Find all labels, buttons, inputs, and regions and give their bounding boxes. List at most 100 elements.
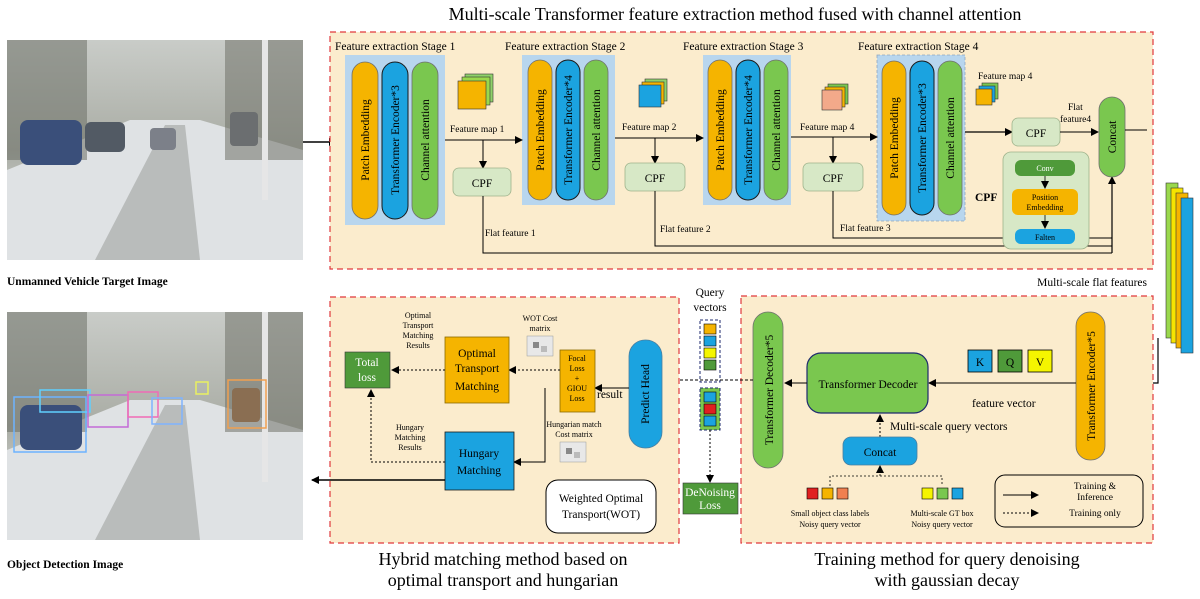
- stage4-title: Feature extraction Stage 4: [858, 41, 979, 53]
- stage3-channel-attention: Channel attention: [771, 89, 783, 171]
- total-loss-2: loss: [358, 372, 376, 384]
- legend-train-inference-1: Training &: [1074, 482, 1117, 492]
- stage4-transformer-encoder: Transformer Encoder*3: [917, 83, 929, 193]
- wot-cost-label-1: WOT Cost: [523, 314, 559, 323]
- otm-results-3: Matching: [403, 331, 434, 340]
- stage3-patch-embedding: Patch Embedding: [715, 89, 727, 171]
- stage1-transformer-encoder: Transformer Encoder*3: [390, 85, 402, 195]
- otm-line-3: Matching: [455, 381, 499, 393]
- stage4-patch-embedding: Patch Embedding: [889, 97, 901, 179]
- cpf-detail-panel: CPF Conv Position Embedding Falten: [975, 151, 1090, 250]
- feature-map-3-icon: [821, 83, 849, 111]
- hm-line-1: Hungary: [459, 448, 499, 460]
- stage3-block: Patch Embedding Transformer Encoder*4 Ch…: [703, 55, 791, 205]
- feature-map-1-icon: [457, 73, 494, 110]
- transformer-decoder-label: Transformer Decoder: [819, 379, 918, 391]
- cpf-detail-title: CPF: [975, 192, 997, 204]
- optimal-transport-matching: [444, 336, 510, 404]
- stage3-transformer-encoder: Transformer Encoder*4: [743, 75, 755, 185]
- stage4-block: Patch Embedding Transformer Encoder*3 Ch…: [876, 54, 966, 222]
- stage2-title: Feature extraction Stage 2: [505, 41, 626, 53]
- wot-box: [545, 479, 657, 534]
- otm-results-1: Optimal: [405, 311, 432, 320]
- stage1-block: Patch Embedding Transformer Encoder*3 Ch…: [345, 55, 445, 225]
- small-object-square-1: [806, 487, 819, 500]
- otm-line-2: Transport: [455, 363, 500, 375]
- wot-box-1: Weighted Optimal: [559, 493, 643, 505]
- feature-map-2-label: Feature map 2: [622, 123, 677, 133]
- key-label: K: [976, 357, 985, 369]
- feature-map-1-label: Feature map 1: [450, 125, 505, 135]
- otm-line-1: Optimal: [458, 348, 496, 360]
- denoising-title-2: with gaussian decay: [875, 570, 1020, 590]
- legend-train-inference-2: Inference: [1077, 492, 1113, 503]
- hm-results-3: Results: [398, 443, 422, 452]
- otm-results-2: Transport: [403, 321, 435, 330]
- gt-box-square-2: [936, 487, 949, 500]
- input-image: [7, 40, 303, 260]
- denoising-loss-2: Loss: [699, 500, 721, 512]
- output-image-label: Object Detection Image: [7, 559, 123, 571]
- cpf-box-3-label: CPF: [823, 173, 843, 185]
- hm-results-1: Hungary: [396, 423, 424, 432]
- predict-head-label: Predict Head: [640, 364, 652, 424]
- feature-map-2-icon: [638, 78, 668, 108]
- gt-box-label-2: Noisy query vector: [911, 520, 973, 529]
- concat-bottom-label: Concat: [864, 447, 897, 459]
- hm-results-2: Matching: [395, 433, 426, 442]
- loss-focal: Focal: [568, 354, 587, 363]
- transformer-encoder5-label: Transformer Encoder*5: [1086, 331, 1098, 441]
- cpf-box-2-label: CPF: [645, 173, 665, 185]
- feature-map-4-label: Feature map 4: [978, 72, 1033, 82]
- legend: Training & Inference Training only: [994, 474, 1144, 528]
- flat-feature-3-label: Flat feature 3: [840, 223, 891, 234]
- result-label: result: [597, 389, 623, 401]
- output-image: [7, 312, 303, 540]
- noised-query-stack: [699, 387, 721, 431]
- value-box: [1027, 349, 1053, 373]
- feature-map-3-label: Feature map 4: [800, 123, 855, 133]
- stage2-transformer-encoder: Transformer Encoder*4: [563, 75, 575, 185]
- stage2-channel-attention: Channel attention: [591, 89, 603, 171]
- stage1-channel-attention: Channel attention: [420, 99, 432, 181]
- otm-results-4: Results: [406, 341, 430, 350]
- loss-plus: +: [575, 374, 580, 383]
- stage1-title: Feature extraction Stage 1: [335, 41, 456, 53]
- flat-feature-4-label-b: feature4: [1060, 114, 1091, 125]
- total-loss: [344, 351, 391, 389]
- small-object-label-2: Noisy query vector: [799, 520, 861, 529]
- stage3-title: Feature extraction Stage 3: [683, 41, 804, 53]
- small-object-square-2: [821, 487, 834, 500]
- loss-loss-1: Loss: [569, 364, 584, 373]
- hungarian-cost-label-2: Cost matrix: [555, 430, 593, 439]
- cpf-embedding: Embedding: [1027, 203, 1064, 212]
- cpf-flatten: Falten: [1035, 233, 1055, 242]
- query-vectors-label-1: Query: [696, 287, 725, 299]
- query-vectors-stack: [699, 319, 721, 383]
- multi-scale-flat-features-icon: [1165, 182, 1194, 354]
- cpf-box-1: [452, 167, 512, 197]
- query-label: Q: [1006, 357, 1015, 369]
- multi-scale-flat-features-label: Multi-scale flat features: [1037, 277, 1147, 289]
- legend-train-only: Training only: [1069, 509, 1121, 519]
- query-box: [997, 349, 1023, 373]
- query-vectors-label-2: vectors: [693, 302, 727, 314]
- top-title: Multi-scale Transformer feature extracti…: [449, 4, 1022, 24]
- cpf-box-4-label: CPF: [1026, 128, 1046, 140]
- transformer-decoder5-label: Transformer Decoder*5: [764, 335, 776, 446]
- total-loss-1: Total: [355, 357, 378, 369]
- multi-scale-query-vectors-label: Multi-scale query vectors: [890, 421, 1008, 433]
- small-object-label-1: Small object class labels: [791, 509, 869, 518]
- predict-head: [628, 339, 663, 449]
- matching-title-2: optimal transport and hungarian: [388, 570, 618, 590]
- wot-cost-matrix-icon: [526, 335, 554, 357]
- transformer-decoder5: [752, 311, 784, 469]
- concat-top-label: Concat: [1107, 120, 1119, 153]
- concat-top: [1098, 96, 1126, 178]
- stage2-patch-embedding: Patch Embedding: [535, 89, 547, 171]
- hungarian-cost-label-1: Hungarian match: [546, 420, 601, 429]
- matching-title-1: Hybrid matching method based on: [379, 549, 628, 569]
- gt-box-square-3: [951, 487, 964, 500]
- flat-feature-1-label: Flat feature 1: [485, 228, 536, 239]
